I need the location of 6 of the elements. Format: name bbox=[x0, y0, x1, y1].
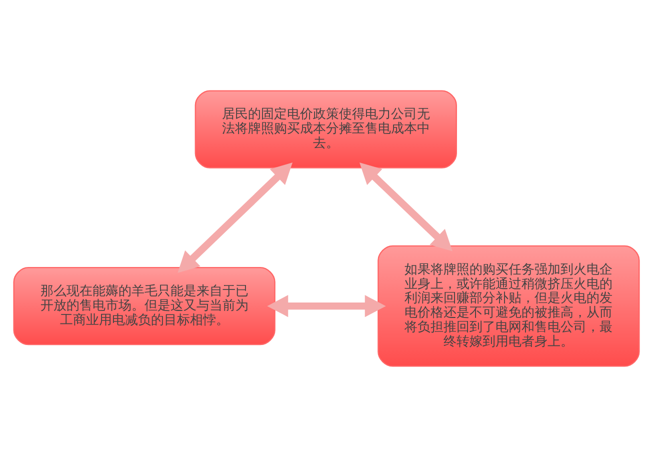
node-box: 那么现在能薅的羊毛只能是来自于已开放的售电市场。但是这又与当前为工商业用电减负的目标相悖。 bbox=[13, 266, 276, 346]
arrow bbox=[267, 295, 386, 318]
arrow bbox=[178, 162, 293, 273]
arrow bbox=[360, 162, 452, 252]
node-box: 如果将牌照的购买任务强加到火电企业身上，或许能通过稍微挤压火电的利润来回赚部分补贴，但是火电的发电价格还是不可避免的被推高，从而将负担推回到了电网和售电公司，最终转嫁到用电者身上。 bbox=[378, 245, 640, 367]
node-box: 居民的固定电价政策使得电力公司无法将牌照购买成本分摊至售电成本中去。 bbox=[194, 90, 457, 168]
